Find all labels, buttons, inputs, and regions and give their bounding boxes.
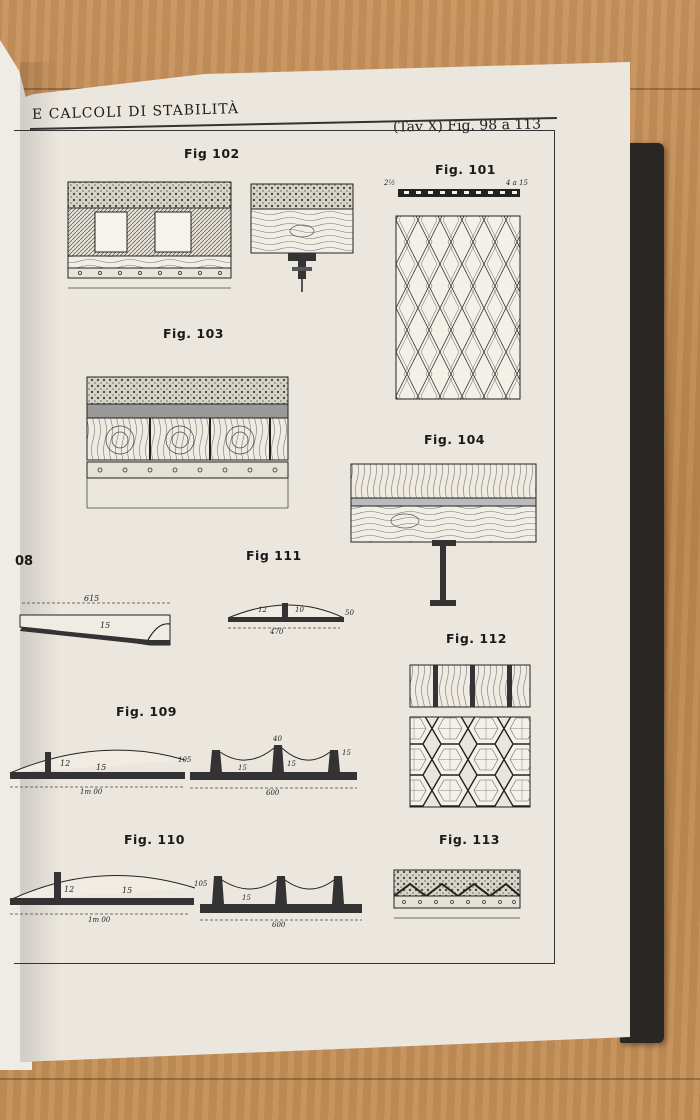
fig-102-drawing bbox=[67, 181, 354, 292]
fig-110-dim-c: 105 bbox=[194, 880, 208, 888]
fig-108-dim-mid: 15 bbox=[100, 621, 110, 630]
fig-104-drawing bbox=[350, 463, 537, 606]
fig-109-dim-c: 105 bbox=[178, 756, 192, 764]
plate-frame bbox=[14, 130, 555, 964]
fig-102-label: Fig 102 bbox=[184, 146, 240, 161]
fig-110-drawing: 12 15 105 1m 00 15 600 bbox=[9, 872, 362, 929]
fig-104-label: Fig. 104 bbox=[424, 432, 485, 447]
fig-113-label: Fig. 113 bbox=[439, 832, 500, 847]
fig-113-drawing bbox=[393, 869, 521, 919]
fig-110-dim-f: 600 bbox=[272, 921, 286, 929]
fig-101-dim-left: 2½ bbox=[383, 179, 395, 187]
fig-111-dim-d: 470 bbox=[269, 628, 284, 636]
fig-109-dim-i: 600 bbox=[266, 789, 280, 797]
fig-111-drawing: 12 10 50 470 bbox=[227, 603, 354, 636]
fig-111-dim-c: 50 bbox=[345, 609, 354, 617]
fig-112-drawing bbox=[409, 664, 531, 808]
fig-103-label: Fig. 103 bbox=[163, 326, 224, 341]
fig-110-label: Fig. 110 bbox=[124, 832, 185, 847]
fig-109-label: Fig. 109 bbox=[116, 704, 177, 719]
fig-101-label: Fig. 101 bbox=[435, 162, 496, 177]
fig-110-dim-b: 15 bbox=[122, 886, 132, 895]
fig-109-dim-a: 12 bbox=[60, 759, 70, 768]
fig-108-drawing: 615 15 bbox=[19, 594, 171, 646]
fig-109-dim-h: 15 bbox=[342, 749, 351, 757]
fig-109-dim-g: 15 bbox=[287, 760, 296, 768]
fig-101-dim-right: 4 a 15 bbox=[505, 179, 529, 187]
fig-109-dim-b: 15 bbox=[96, 763, 106, 772]
fig-110-dim-d: 1m 00 bbox=[88, 916, 111, 924]
fig-101-drawing: 2½ 4 a 15 bbox=[383, 179, 529, 400]
table-board-seam bbox=[0, 1078, 700, 1080]
fig-112-label: Fig. 112 bbox=[446, 631, 507, 646]
fig-109-drawing: 12 15 105 1m 00 40 15 15 15 600 bbox=[9, 735, 357, 797]
fig-103-drawing bbox=[86, 376, 289, 509]
fig-111-dim-b: 10 bbox=[295, 606, 304, 614]
fig-109-dim-f: 15 bbox=[238, 764, 247, 772]
fig-110-dim-e: 15 bbox=[242, 894, 251, 902]
fig-108-dim-top: 615 bbox=[84, 594, 99, 603]
fig-111-dim-a: 12 bbox=[258, 606, 267, 614]
fig-109-dim-e: 40 bbox=[272, 735, 282, 743]
fig-111-label: Fig 111 bbox=[246, 548, 302, 563]
fig-110-dim-a: 12 bbox=[64, 885, 74, 894]
fig-109-dim-d: 1m 00 bbox=[80, 788, 103, 796]
fig-108-label: 08 bbox=[15, 554, 34, 569]
